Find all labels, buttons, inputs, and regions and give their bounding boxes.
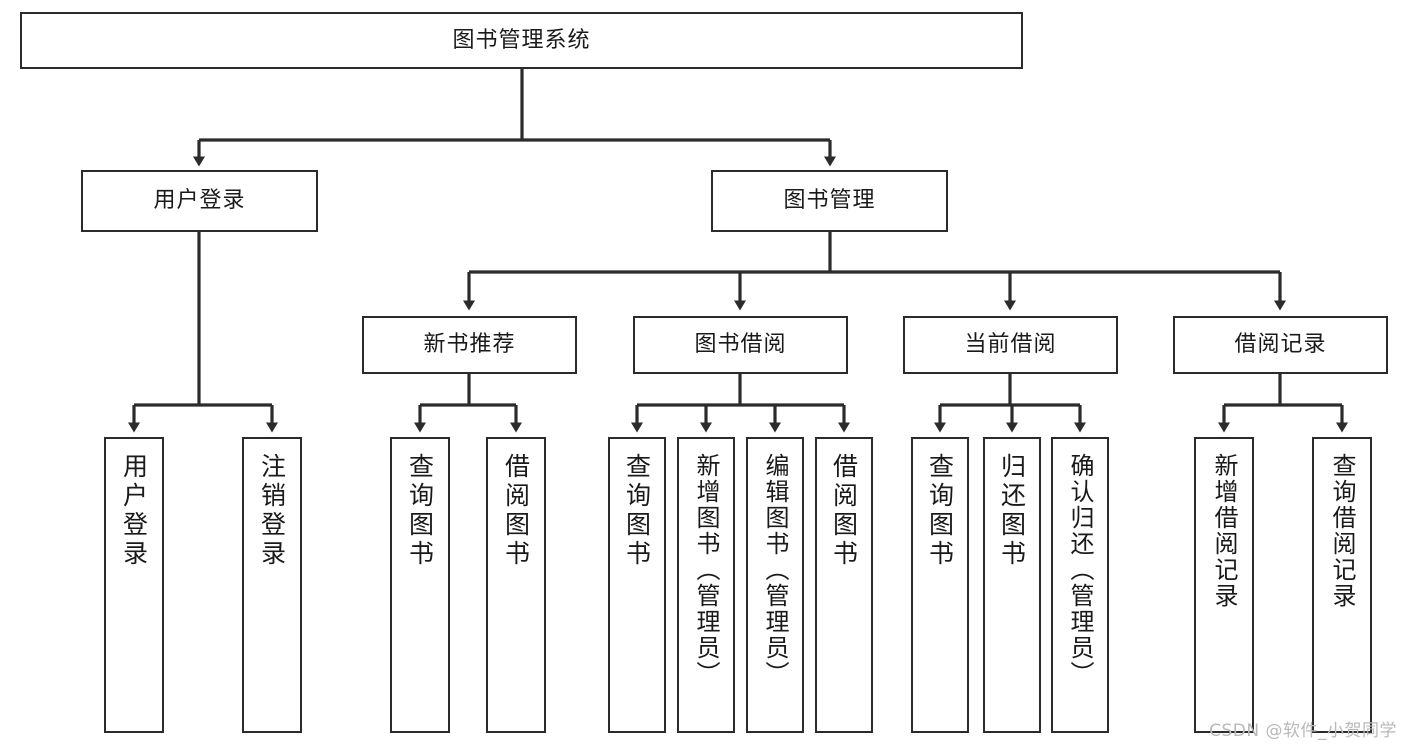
leaf-borrow-book-label: 借阅图书	[829, 453, 859, 569]
node-borrow-record[interactable]: 借阅记录	[1173, 316, 1388, 374]
leaf-query-borrow-record[interactable]: 查询借阅记录	[1312, 437, 1372, 733]
leaf-add-borrow-record-label: 新增借阅记录	[1210, 453, 1238, 609]
leaf-borrow-book[interactable]: 借阅图书	[815, 437, 873, 733]
leaf-query-book-recommend[interactable]: 查询图书	[390, 437, 450, 733]
node-book-borrow-label: 图书借阅	[694, 332, 787, 358]
leaf-return-book[interactable]: 归还图书	[983, 437, 1041, 733]
node-current-borrow[interactable]: 当前借阅	[903, 316, 1118, 374]
node-root-label: 图书管理系统	[452, 27, 591, 53]
leaf-user-login-label: 用户登录	[119, 453, 149, 569]
node-borrow-record-label: 借阅记录	[1234, 332, 1327, 358]
leaf-query-book-current[interactable]: 查询图书	[911, 437, 969, 733]
node-new-book-recommend-label: 新书推荐	[423, 332, 516, 358]
leaf-logout-label: 注销登录	[257, 453, 287, 569]
node-book-borrow[interactable]: 图书借阅	[633, 316, 848, 374]
leaf-logout[interactable]: 注销登录	[242, 437, 302, 733]
node-current-borrow-label: 当前借阅	[964, 332, 1057, 358]
leaf-confirm-return-admin-label: 确认归还（管理员）	[1066, 453, 1094, 687]
node-new-book-recommend[interactable]: 新书推荐	[362, 316, 577, 374]
leaf-add-book-admin[interactable]: 新增图书（管理员）	[677, 437, 735, 733]
leaf-user-login[interactable]: 用户登录	[104, 437, 164, 733]
leaf-add-book-admin-label: 新增图书（管理员）	[692, 453, 720, 687]
leaf-query-book-recommend-label: 查询图书	[405, 453, 435, 569]
leaf-borrow-book-recommend[interactable]: 借阅图书	[486, 437, 546, 733]
node-book-management[interactable]: 图书管理	[711, 170, 948, 232]
leaf-query-borrow-record-label: 查询借阅记录	[1328, 453, 1356, 609]
leaf-query-book-borrow[interactable]: 查询图书	[608, 437, 666, 733]
leaf-edit-book-admin-label: 编辑图书（管理员）	[761, 453, 789, 687]
leaf-query-book-current-label: 查询图书	[925, 453, 955, 569]
leaf-query-book-borrow-label: 查询图书	[622, 453, 652, 569]
node-book-management-label: 图书管理	[783, 188, 876, 214]
leaf-borrow-book-recommend-label: 借阅图书	[501, 453, 531, 569]
leaf-add-borrow-record[interactable]: 新增借阅记录	[1194, 437, 1254, 733]
leaf-return-book-label: 归还图书	[997, 453, 1027, 569]
node-user-login-label: 用户登录	[153, 188, 246, 214]
leaf-confirm-return-admin[interactable]: 确认归还（管理员）	[1051, 437, 1109, 733]
node-user-login[interactable]: 用户登录	[81, 170, 318, 232]
leaf-edit-book-admin[interactable]: 编辑图书（管理员）	[746, 437, 804, 733]
node-root[interactable]: 图书管理系统	[20, 12, 1023, 69]
